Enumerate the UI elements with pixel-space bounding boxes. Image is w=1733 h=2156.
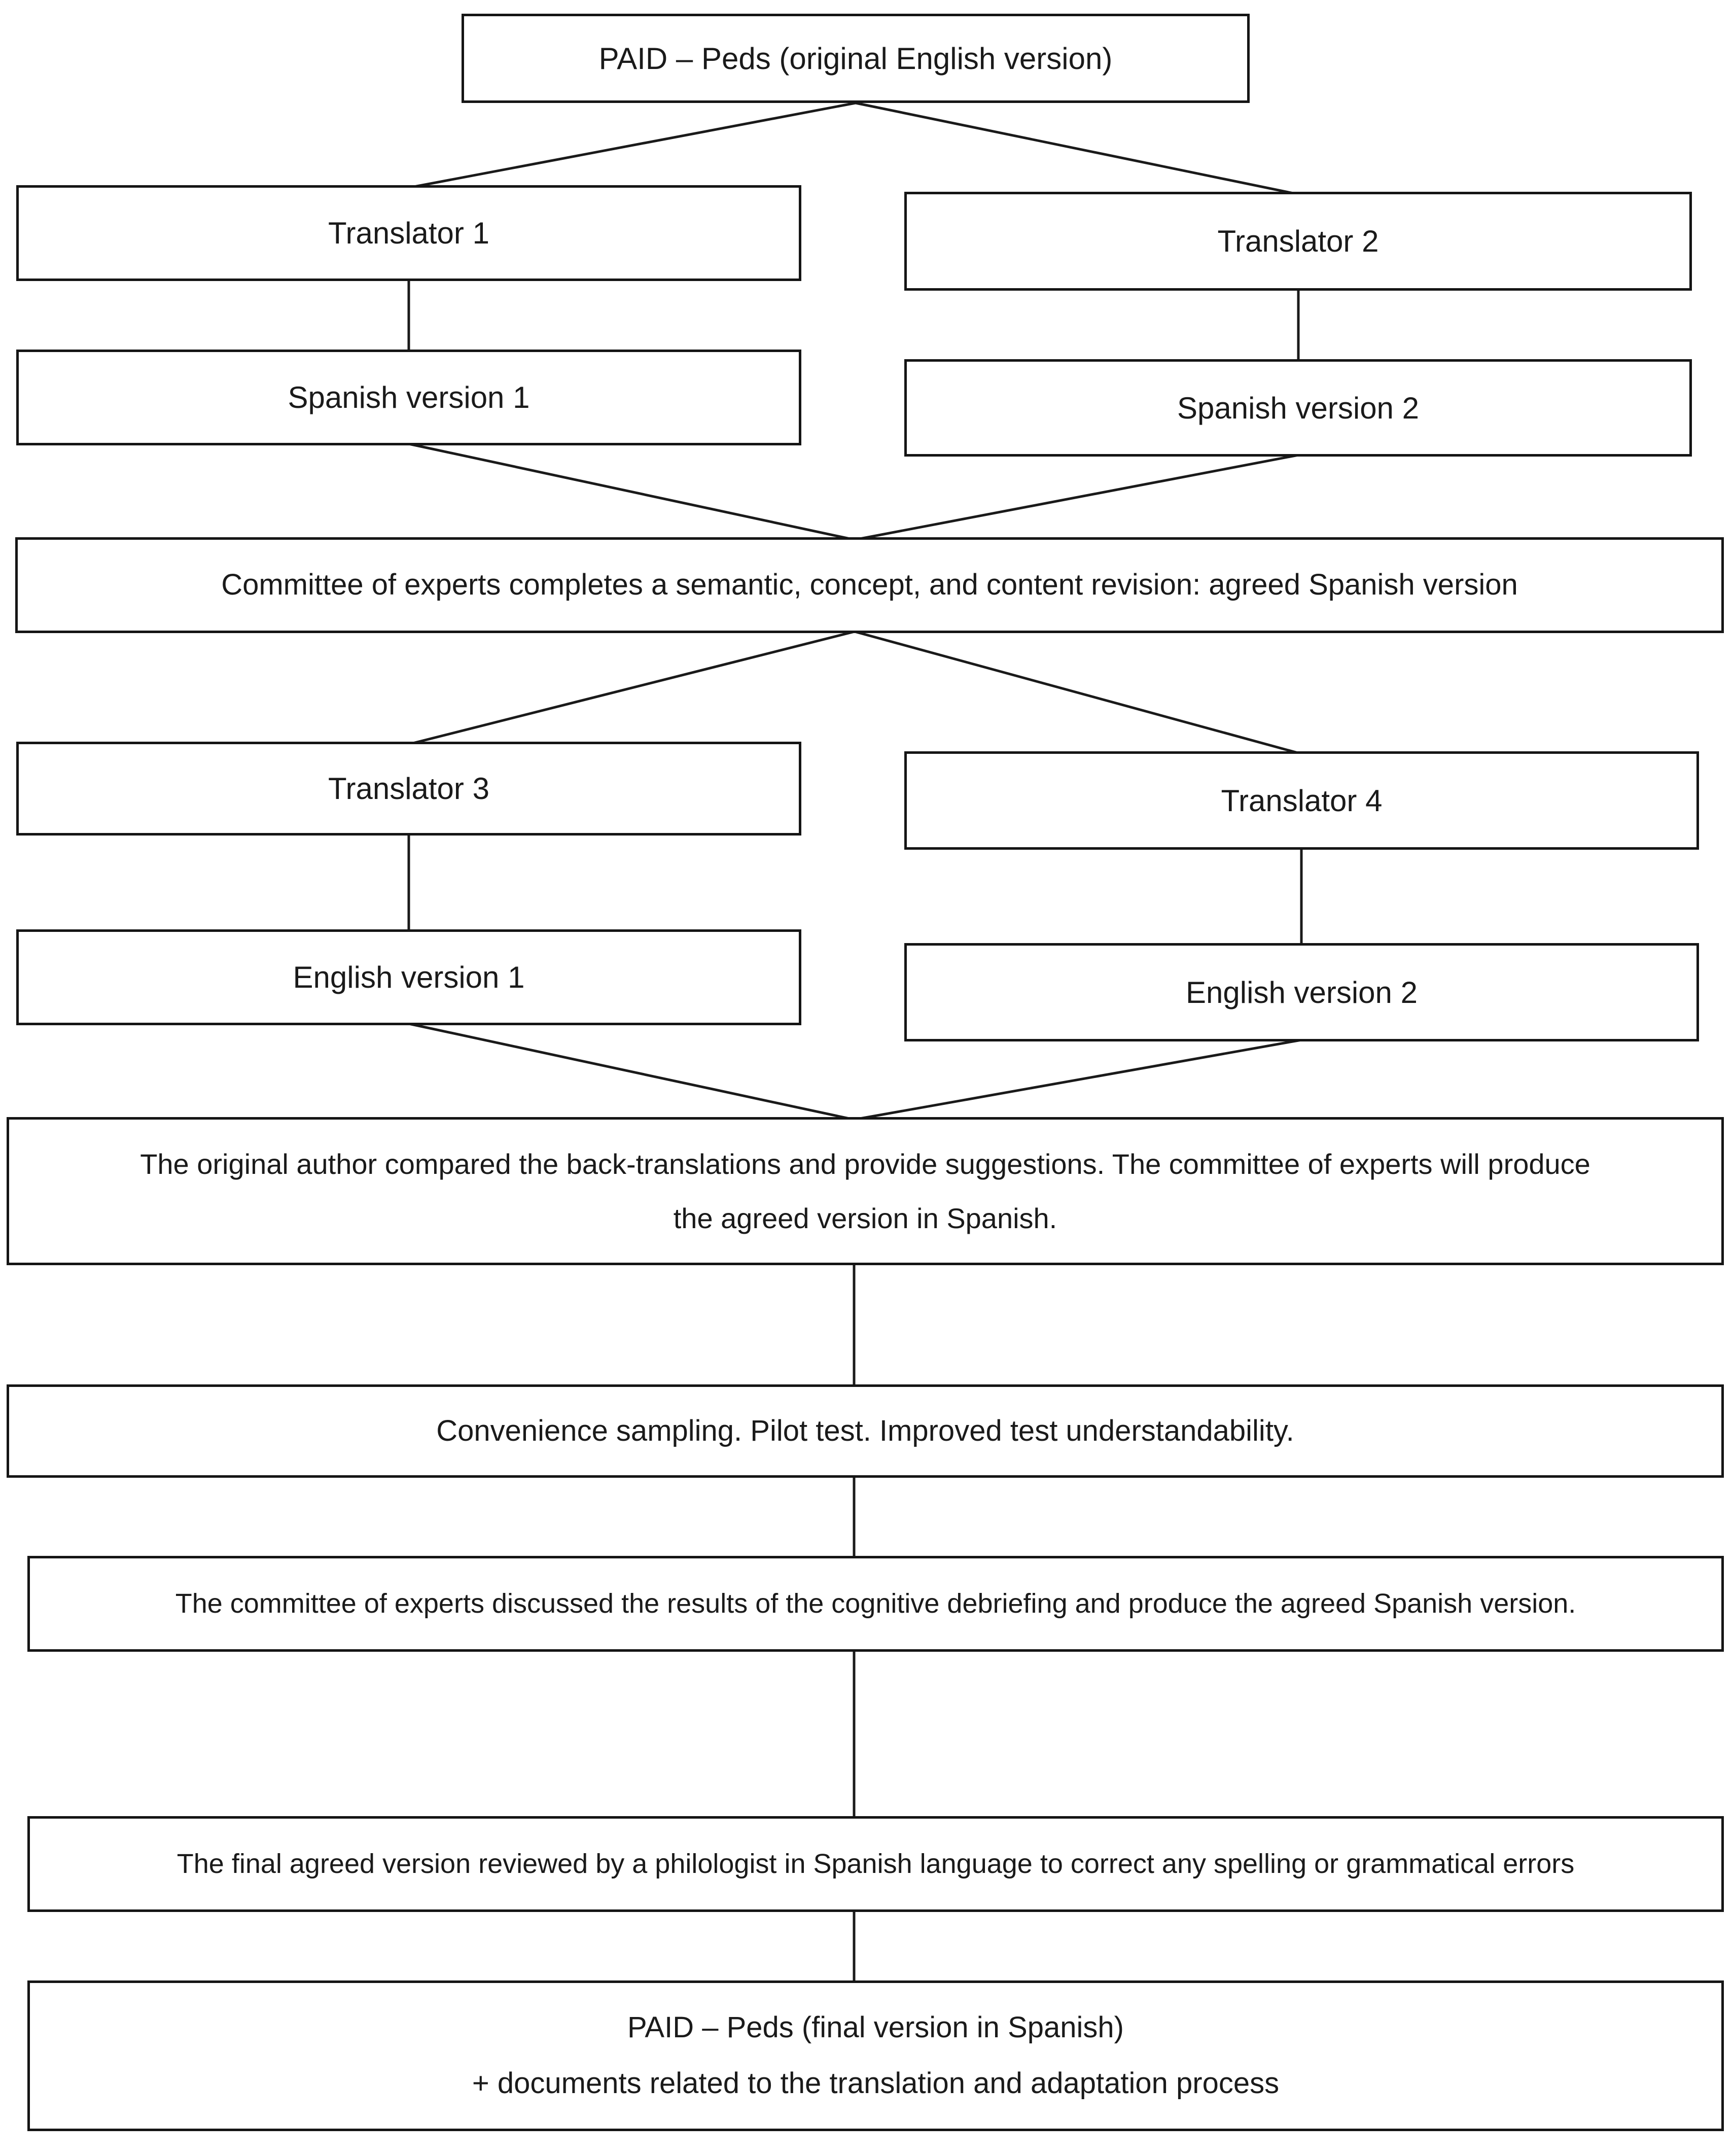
node-spanish-version-2: Spanish version 2	[904, 359, 1692, 457]
node-label-line-1: PAID – Peds (final version in Spanish)	[627, 2011, 1124, 2044]
node-label: Convenience sampling. Pilot test. Improv…	[436, 1414, 1294, 1447]
connector-spanish1-committee	[408, 442, 855, 541]
node-translator-2: Translator 2	[904, 192, 1692, 291]
connector-committee-translator3	[408, 630, 855, 746]
node-label: Translator 1	[328, 216, 489, 250]
connector-paid-original-translator2	[855, 101, 1299, 196]
node-label: Translator 3	[328, 772, 489, 806]
node-label-line-2: the agreed version in Spanish.	[673, 1202, 1057, 1234]
connector-english2-backtranslation	[854, 1038, 1302, 1121]
node-label: The committee of experts discussed the r…	[175, 1588, 1576, 1619]
connector-committee-translator4	[854, 630, 1302, 755]
node-translator-4: Translator 4	[904, 751, 1699, 850]
node-label: Translator 2	[1217, 224, 1379, 258]
node-label: The final agreed version reviewed by a p…	[176, 1849, 1575, 1880]
node-paid-peds-final: PAID – Peds (final version in Spanish) +…	[27, 1980, 1724, 2131]
node-english-version-1: English version 1	[16, 929, 801, 1025]
node-cognitive-debriefing: The committee of experts discussed the r…	[27, 1556, 1724, 1652]
node-label-line-2: + documents related to the translation a…	[472, 2067, 1280, 2100]
node-label: English version 1	[293, 960, 525, 994]
node-label: Spanish version 2	[1177, 391, 1419, 425]
node-label: Committee of experts completes a semanti…	[221, 568, 1518, 602]
node-label: Translator 4	[1221, 783, 1383, 818]
node-back-translation-comparison: The original author compared the back-tr…	[7, 1117, 1724, 1265]
node-spanish-version-1: Spanish version 1	[16, 350, 801, 445]
node-label: PAID – Peds (original English version)	[598, 41, 1113, 76]
node-translator-3: Translator 3	[16, 742, 801, 836]
connector-paid-original-translator1	[408, 101, 856, 189]
node-translator-1: Translator 1	[16, 185, 801, 281]
node-label-line-1: The original author compared the back-tr…	[140, 1147, 1590, 1180]
node-committee-revision: Committee of experts completes a semanti…	[15, 537, 1724, 633]
node-philologist-review: The final agreed version reviewed by a p…	[27, 1816, 1724, 1912]
connector-english1-backtranslation	[408, 1022, 855, 1121]
node-label: Spanish version 1	[288, 380, 530, 414]
connector-spanish2-committee	[854, 454, 1299, 541]
node-english-version-2: English version 2	[904, 943, 1699, 1041]
node-label: English version 2	[1186, 975, 1418, 1010]
node-pilot-test: Convenience sampling. Pilot test. Improv…	[7, 1384, 1724, 1478]
node-paid-peds-original: PAID – Peds (original English version)	[462, 14, 1250, 103]
